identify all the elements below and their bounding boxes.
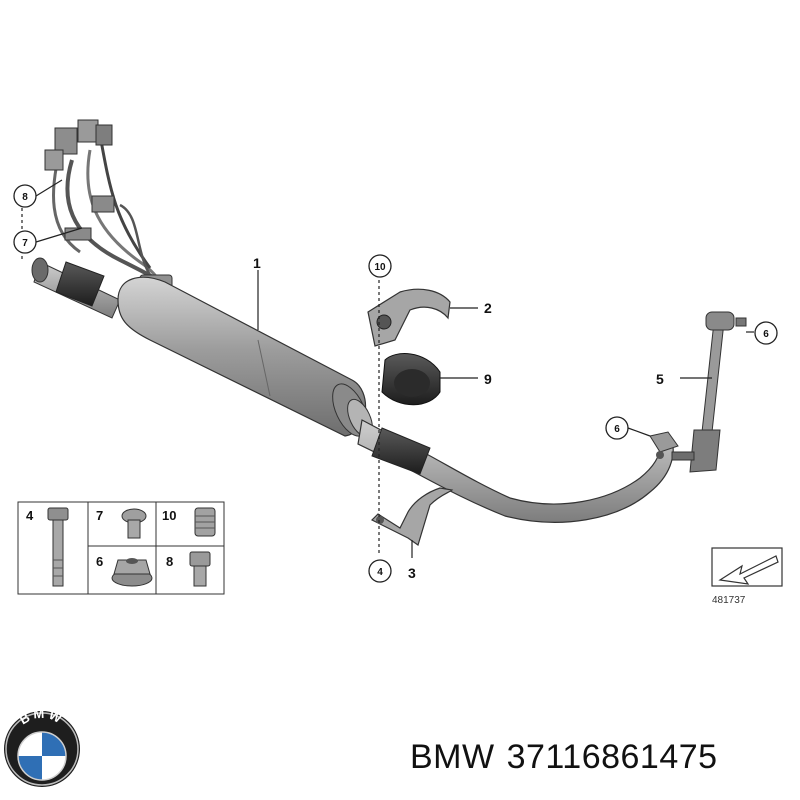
- callout-7: 7: [13, 230, 37, 254]
- table-label-10: 10: [162, 508, 176, 523]
- hex-bolt-icon: [189, 551, 211, 587]
- callout-10: 10: [368, 254, 392, 278]
- svg-text:BMW: BMW: [17, 706, 67, 728]
- callout-1: 1: [253, 255, 261, 271]
- svg-text:10: 10: [374, 262, 386, 273]
- callout-8: 8: [13, 184, 37, 208]
- table-label-6: 6: [96, 554, 103, 569]
- stabilizer-actuator: [117, 276, 373, 438]
- leader-lines: [35, 179, 754, 558]
- svg-text:8: 8: [22, 192, 28, 203]
- svg-text:1: 1: [253, 255, 261, 271]
- svg-text:7: 7: [22, 238, 28, 249]
- hardware-table: 4 7 10 6 8: [17, 501, 225, 595]
- table-label-8: 8: [166, 554, 173, 569]
- svg-text:4: 4: [377, 567, 383, 578]
- part-number: 37116861475: [506, 738, 718, 776]
- callout-6-upper: 6: [754, 321, 778, 345]
- arrow-icon: [718, 555, 779, 585]
- reference-box: 481737: [711, 547, 783, 606]
- torx-screw-icon: [121, 508, 147, 539]
- callout-4: 4: [368, 559, 392, 583]
- reference-number: 481737: [712, 595, 746, 606]
- callout-2: 2: [484, 300, 492, 316]
- stabilizer-link: [671, 311, 747, 473]
- callout-6-lower: 6: [605, 416, 629, 440]
- callout-3: 3: [408, 565, 416, 581]
- stabilizer-left-end: [31, 257, 121, 319]
- threaded-insert-icon: [194, 507, 216, 537]
- svg-text:6: 6: [763, 329, 769, 340]
- svg-text:3: 3: [408, 565, 416, 581]
- rubber-bushing: [381, 353, 441, 406]
- callout-9: 9: [484, 371, 492, 387]
- flange-nut-icon: [111, 558, 153, 587]
- bmw-logo: BMW: [4, 706, 80, 787]
- part-caption: BMW 37116861475: [410, 738, 730, 777]
- table-label-7: 7: [96, 508, 103, 523]
- svg-text:2: 2: [484, 300, 492, 316]
- svg-text:6: 6: [614, 424, 620, 435]
- svg-text:9: 9: [484, 371, 492, 387]
- brand-name: BMW: [410, 738, 495, 776]
- callout-5: 5: [656, 371, 664, 387]
- table-label-4: 4: [26, 508, 34, 523]
- long-bolt-icon: [47, 507, 69, 587]
- svg-text:5: 5: [656, 371, 664, 387]
- lower-bracket: [370, 487, 454, 546]
- stabilizer-bar: [357, 419, 679, 523]
- upper-bracket: [367, 288, 451, 347]
